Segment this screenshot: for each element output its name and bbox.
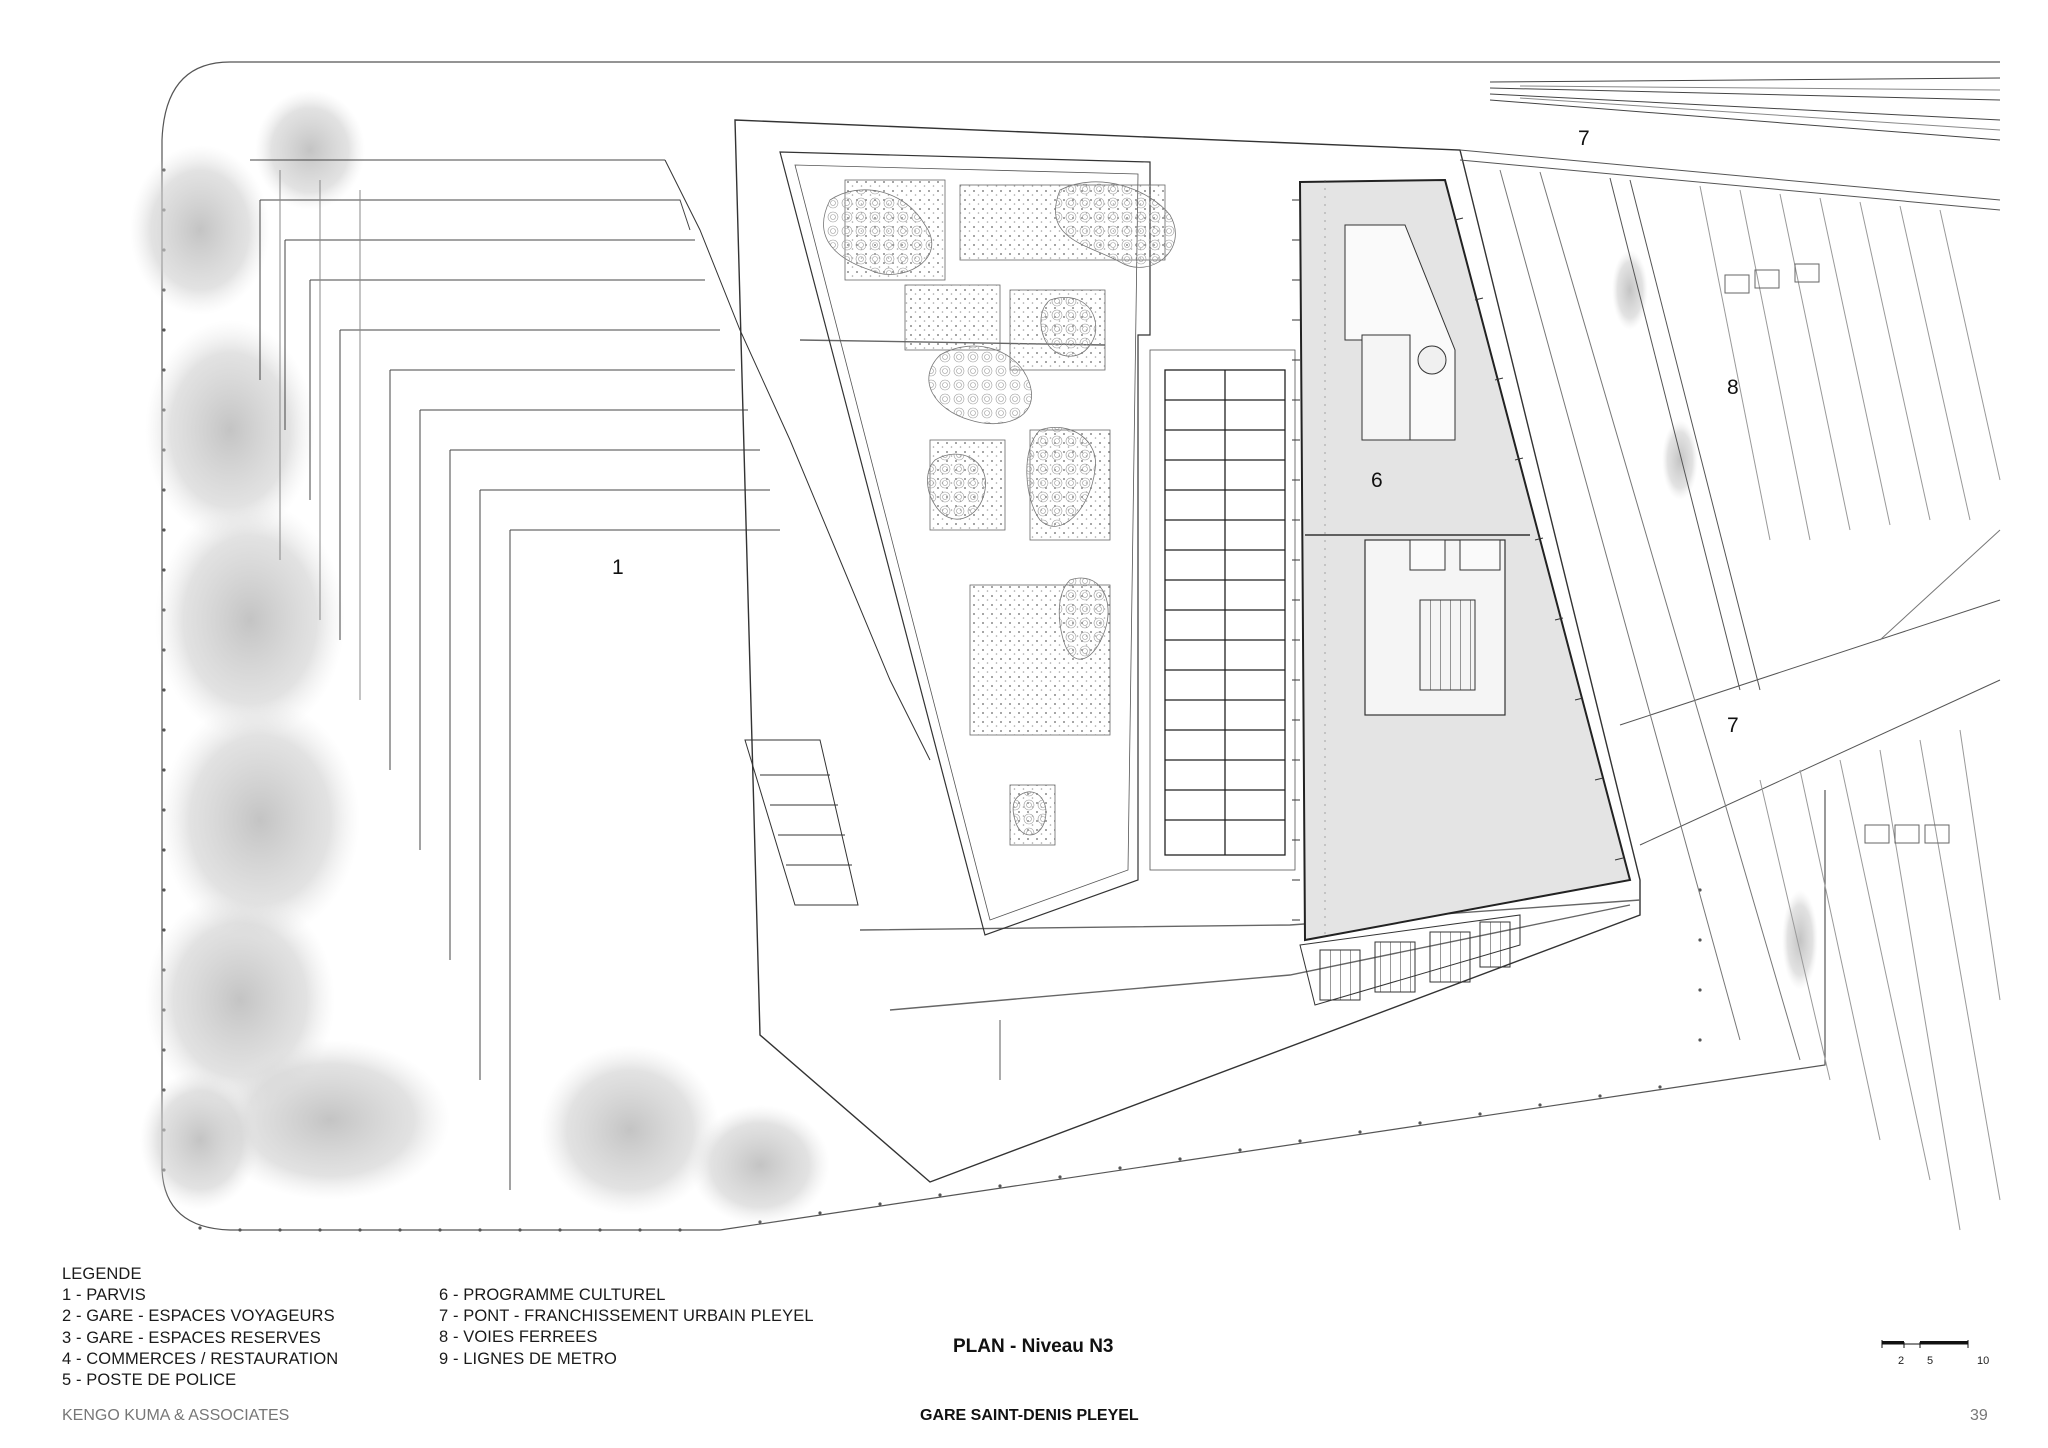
roof-garden: [779, 151, 1176, 936]
legend-item: 2 - GARE - ESPACES VOYAGEURS: [62, 1307, 335, 1326]
legend: LEGENDE 1 - PARVIS 2 - GARE - ESPACES VO…: [62, 1264, 338, 1391]
scale-bar: [1881, 1340, 1969, 1348]
legend-item: 4 - COMMERCES / RESTAURATION: [62, 1349, 339, 1368]
bridge-and-rails: [1459, 149, 2001, 1231]
footer-firm: KENGO KUMA & ASSOCIATES: [62, 1407, 290, 1424]
scale-tick-label: 5: [1927, 1355, 1934, 1367]
zone-label-8: 8: [1727, 376, 1739, 399]
stair-ramp: [744, 739, 859, 906]
skylight-grid: [1149, 349, 1296, 871]
footer-project-title: GARE SAINT-DENIS PLEYEL: [920, 1407, 1139, 1424]
page-number: 39: [1970, 1407, 1988, 1424]
zone-label-6: 6: [1371, 469, 1383, 492]
zone-label-7-bridge: 7: [1727, 714, 1739, 737]
cultural-programme-floor: [1298, 178, 1632, 942]
sheet-title: PLAN - Niveau N3: [953, 1336, 1114, 1357]
scale-tick-label: 10: [1977, 1355, 1990, 1367]
zone-label-1: 1: [612, 556, 624, 579]
legend-item: 6 - PROGRAMME CULTUREL: [439, 1286, 666, 1304]
legend-heading: LEGENDE: [62, 1265, 142, 1283]
legend-item: 5 - POSTE DE POLICE: [62, 1371, 237, 1390]
facade-ticks: [1292, 199, 1624, 921]
legend-item: 7 - PONT - FRANCHISSEMENT URBAIN PLEYEL: [439, 1307, 814, 1326]
legend-column-2: 6 - PROGRAMME CULTUREL 7 - PONT - FRANCH…: [439, 1285, 814, 1370]
upper-bridge: [1489, 77, 2001, 141]
legend-item: 3 - GARE - ESPACES RESERVES: [62, 1328, 321, 1347]
entrance-stairs: [1299, 914, 1521, 1006]
tree-canopy: [130, 90, 1818, 1225]
stepped-terraces: [250, 159, 931, 1190]
legend-item: 8 - VOIES FERREES: [439, 1328, 598, 1347]
site-boundary: [161, 61, 2000, 1231]
legend-item: 1 - PARVIS: [62, 1286, 146, 1305]
legend-item: 9 - LIGNES DE METRO: [439, 1349, 617, 1368]
zone-label-7-top: 7: [1578, 127, 1590, 150]
scale-tick-label: 2: [1898, 1355, 1905, 1367]
